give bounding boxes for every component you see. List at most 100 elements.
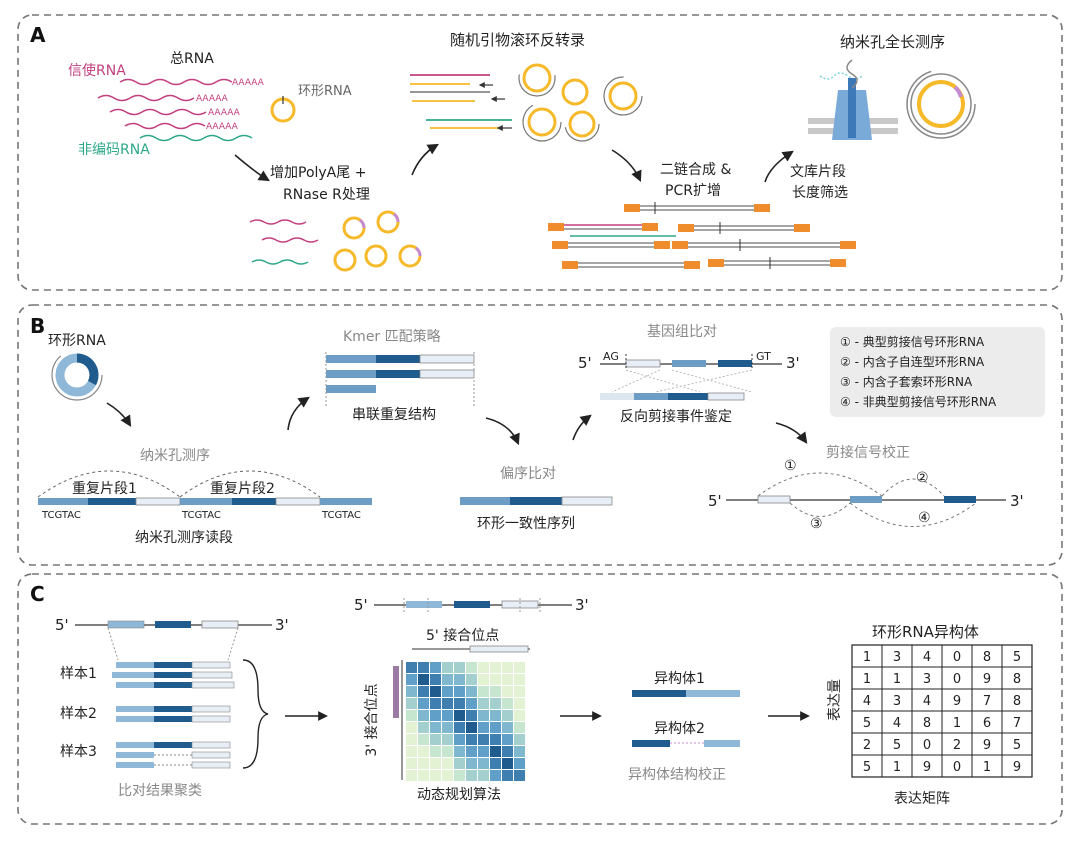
matrix-cell: 3: [893, 650, 901, 665]
heatmap-cell: [430, 758, 441, 769]
heatmap-cell: [454, 734, 465, 745]
total-rna-label: 总RNA: [170, 51, 214, 67]
heatmap-cell: [490, 686, 501, 697]
matrix-cell: 7: [1013, 716, 1021, 731]
heatmap-cell: [514, 674, 525, 685]
matrix-cell: 6: [983, 716, 991, 731]
panel-c-frame: [17, 573, 1063, 825]
nanopore-pore-icon: [808, 59, 898, 140]
heatmap-cell: [514, 734, 525, 745]
adapter-tag: TCGTAC: [321, 510, 361, 521]
matrix-cell: 9: [923, 760, 931, 775]
three-prime: 3': [1010, 492, 1024, 510]
heatmap-cell: [502, 662, 513, 673]
heatmap-cell: [454, 698, 465, 709]
matrix-cell: 5: [863, 760, 871, 775]
consensus-label: 环形一致性序列: [477, 516, 575, 532]
arrow-step3: [764, 150, 794, 183]
heatmap-cell: [466, 710, 477, 721]
heatmap-cell: [502, 674, 513, 685]
three-site-label: 3' 接合位点: [363, 683, 380, 756]
five-prime: 5': [354, 596, 368, 614]
cluster-brace: [242, 659, 269, 769]
heatmap-cell: [502, 710, 513, 721]
five-prime: 5': [708, 492, 722, 510]
heatmap-cell: [514, 770, 525, 781]
circled-4: ④: [918, 510, 931, 526]
heatmap-cell: [514, 698, 525, 709]
read-label: 纳米孔测序读段: [135, 529, 233, 546]
treated-pool: [249, 219, 319, 265]
heatmap-cell: [418, 758, 429, 769]
matrix-cell: 5: [1013, 650, 1021, 665]
circrna-label: 环形RNA: [298, 84, 352, 99]
matrix-cell: 1: [893, 760, 901, 775]
nanopore-read: [38, 497, 372, 506]
heatmap-cell: [430, 770, 441, 781]
heatmap-cell: [502, 722, 513, 733]
matrix-cell: 3: [893, 694, 901, 709]
heatmap-cell: [478, 734, 489, 745]
heatmap-cell: [430, 674, 441, 685]
heatmap-cell: [490, 734, 501, 745]
iso-correct-label: 异构体结构校正: [628, 766, 726, 783]
heatmap-cell: [502, 698, 513, 709]
heatmap-cell: [514, 710, 525, 721]
heatmap-cell: [466, 770, 477, 781]
mrna-strand: [249, 219, 307, 225]
matrix-cell: 4: [923, 650, 931, 665]
heatmap-cell: [442, 770, 453, 781]
heatmap-cell: [466, 746, 477, 757]
ncrna-strand: [251, 259, 309, 265]
arrow-b2: [287, 396, 310, 431]
heatmap-cell: [418, 734, 429, 745]
three-prime: 3': [275, 616, 289, 634]
matrix-cell: 5: [893, 738, 901, 753]
matrix-cell: 4: [863, 694, 871, 709]
adapter-tag: TCGTAC: [41, 510, 81, 521]
panel-b-letter: B: [30, 314, 45, 338]
heatmap-cell: [454, 770, 465, 781]
splice-signal-diagram: [726, 472, 1006, 527]
bias-align-label: 偏序比对: [500, 466, 556, 482]
heatmap-cell: [442, 734, 453, 745]
rca-circles: [518, 59, 643, 142]
heatmap-cell: [406, 758, 417, 769]
heatmap-cell: [430, 686, 441, 697]
heatmap-cell: [454, 662, 465, 673]
heatmap-cell: [478, 746, 489, 757]
heatmap-cell: [466, 758, 477, 769]
panel-a-frame: [17, 14, 1063, 291]
heatmap-cell: [418, 698, 429, 709]
circled-1: ①: [784, 458, 797, 474]
heatmap-cell: [406, 686, 417, 697]
polya-tail: AAAAA: [208, 108, 241, 118]
heatmap-cell: [466, 698, 477, 709]
signal-correct-label: 剪接信号校正: [826, 444, 910, 461]
heatmap-cell: [490, 770, 501, 781]
matrix-cell: 5: [863, 716, 871, 731]
five-prime: 5': [55, 616, 69, 634]
panel-a-letter: A: [30, 23, 46, 47]
heatmap-cell: [466, 662, 477, 673]
matrix-cell: 5: [1013, 738, 1021, 753]
matrix-cell: 0: [953, 672, 961, 687]
heatmap-cell: [490, 758, 501, 769]
consensus-bar: [460, 496, 613, 506]
heatmap-cell: [490, 662, 501, 673]
heatmap-cell: [442, 722, 453, 733]
genome-locus: [600, 354, 782, 401]
heatmap-cell: [418, 674, 429, 685]
heatmap-cell: [454, 758, 465, 769]
arrow-b4: [572, 414, 592, 441]
matrix-cell: 2: [953, 738, 961, 753]
circled-3: ③: [810, 516, 823, 532]
heatmap-cell: [430, 662, 441, 673]
step1-line2: RNase R处理: [283, 187, 370, 203]
matrix-cell: 0: [953, 650, 961, 665]
mrna-strand: [261, 237, 319, 243]
arrow-b1: [106, 402, 132, 427]
heatmap-cell: [514, 746, 525, 757]
heatmap-cell: [442, 674, 453, 685]
